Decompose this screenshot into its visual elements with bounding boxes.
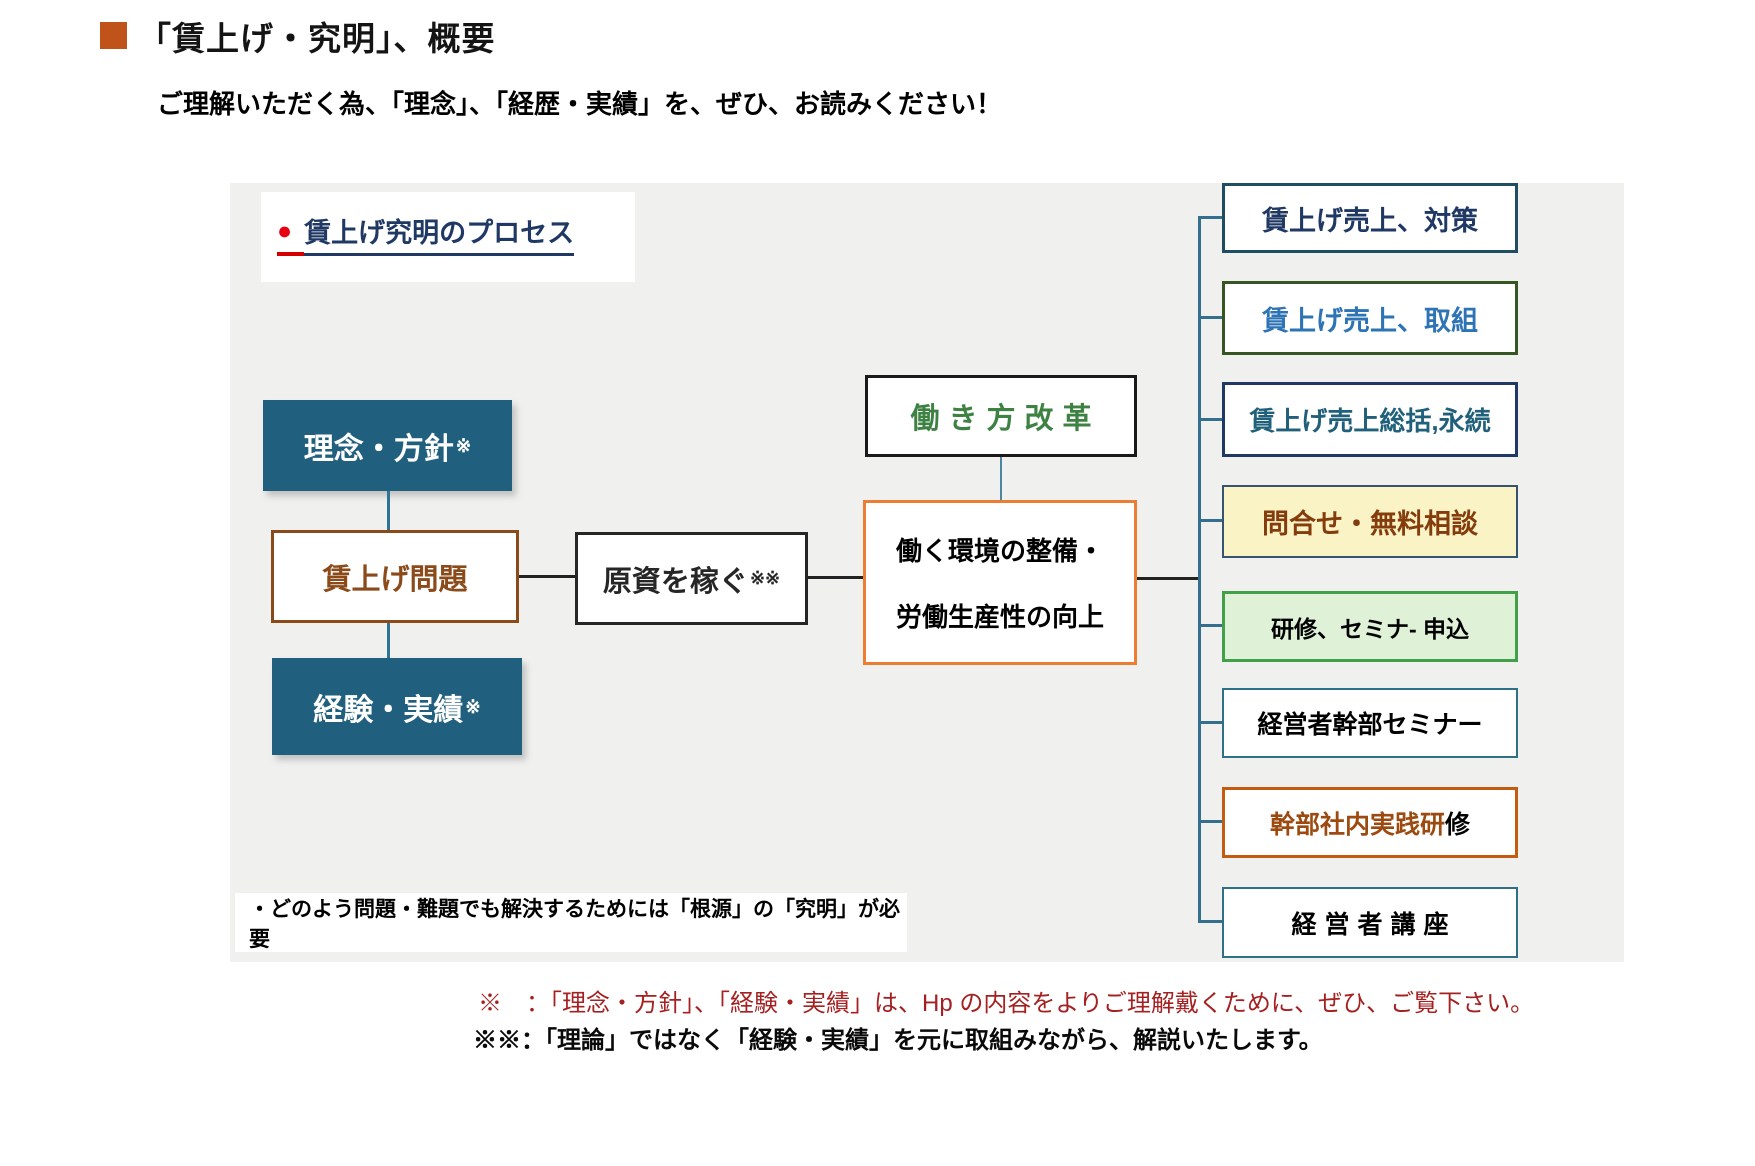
link-label: 賃上げ売上、取組 — [1262, 305, 1478, 336]
link-inhouse-practice-training[interactable]: 幹部社内実践研修 — [1222, 787, 1518, 858]
footnote-mark: ※ — [455, 434, 472, 456]
page-title: 「賃上げ・究明」、概要 — [138, 20, 496, 57]
link-label: 賃上げ売上総括,永続 — [1249, 406, 1491, 436]
node-label: 働き方改革 — [910, 403, 1101, 435]
node-philosophy-policy[interactable]: 理念・方針※ — [263, 400, 512, 491]
node-workstyle-reform: 働き方改革 — [865, 375, 1137, 457]
node-label-line1: 働く環境の整備・ — [895, 536, 1104, 567]
connector-stub-2 — [1198, 316, 1224, 319]
link-executive-seminar[interactable]: 経営者幹部セミナー — [1222, 688, 1518, 758]
link-wage-sales-initiatives[interactable]: 賃上げ売上、取組 — [1222, 281, 1518, 355]
connector-stub-3 — [1198, 418, 1224, 421]
node-label: 賃上げ問題 — [322, 563, 468, 596]
footnote-mark: ※※ — [749, 568, 781, 588]
node-experience-results[interactable]: 経験・実績※ — [272, 658, 522, 755]
connector-center-1 — [519, 575, 576, 578]
link-management-course[interactable]: 経営者講座 — [1222, 887, 1518, 958]
footnote-1: ※ ：「理念・方針」、「経験・実績」は、Hp の内容をよりご理解戴くために、ぜひ… — [478, 990, 1535, 1017]
connector-trunk — [1198, 217, 1201, 923]
bottom-note-text: ・どのよう問題・難題でも解決するためには「根源」の「究明」が必要 — [249, 897, 900, 951]
node-label: 原資を稼ぐ — [602, 565, 748, 598]
link-label: 幹部社内実践研 — [1269, 810, 1445, 839]
process-label-box[interactable]: ● 賃上げ究明のプロセス — [261, 192, 635, 282]
red-bullet-icon: ● — [277, 218, 305, 256]
link-training-seminar-apply[interactable]: 研修、セミナ- 申込 — [1222, 591, 1518, 662]
link-label: 経営者講座 — [1291, 910, 1457, 939]
process-label-link[interactable]: 賃上げ究明のプロセス — [304, 218, 575, 256]
connector-stub-7 — [1198, 820, 1224, 823]
connector-center-3 — [1137, 577, 1199, 580]
connector-stub-8 — [1198, 920, 1224, 923]
link-label: 賃上げ売上、対策 — [1262, 205, 1478, 236]
link-label: 研修、セミナ- 申込 — [1270, 615, 1470, 642]
connector-stub-6 — [1198, 721, 1224, 724]
footnote-2: ※※：「理論」ではなく「経験・実績」を元に取組みながら、解説いたします。 — [473, 1027, 1323, 1054]
connector-stub-5 — [1198, 624, 1224, 627]
link-wage-sales-summary[interactable]: 賃上げ売上総括,永続 — [1222, 382, 1518, 457]
node-wage-problem: 賃上げ問題 — [271, 530, 519, 623]
connector-left-2 — [387, 623, 390, 658]
node-label-line2: 労働生産性の向上 — [895, 601, 1104, 632]
page-subtitle: ご理解いただく為、「理念」、「経歴・実績」を、ぜひ、お読みください！ — [157, 89, 1003, 119]
title-square-icon — [100, 22, 127, 49]
connector-left-1 — [387, 491, 390, 530]
connector-stub-4 — [1198, 519, 1224, 522]
link-label-suffix: 修 — [1445, 810, 1471, 839]
node-work-environment: 働く環境の整備・ 労働生産性の向上 — [863, 500, 1137, 665]
connector-center-2 — [808, 576, 864, 579]
node-label: 理念・方針 — [303, 432, 454, 466]
link-label: 経営者幹部セミナー — [1257, 711, 1483, 739]
link-contact-free-consultation[interactable]: 問合せ・無料相談 — [1222, 485, 1518, 558]
connector-stub-1 — [1198, 216, 1224, 219]
bottom-note: ・どのよう問題・難題でも解決するためには「根源」の「究明」が必要 — [235, 893, 907, 952]
footnote-mark: ※ — [465, 695, 481, 717]
node-earn-funds: 原資を稼ぐ※※ — [575, 532, 808, 625]
link-wage-sales-measures[interactable]: 賃上げ売上、対策 — [1222, 183, 1518, 253]
node-label: 経験・実績 — [313, 693, 464, 727]
connector-workstyle — [1000, 457, 1002, 500]
link-label: 問合せ・無料相談 — [1262, 509, 1478, 539]
